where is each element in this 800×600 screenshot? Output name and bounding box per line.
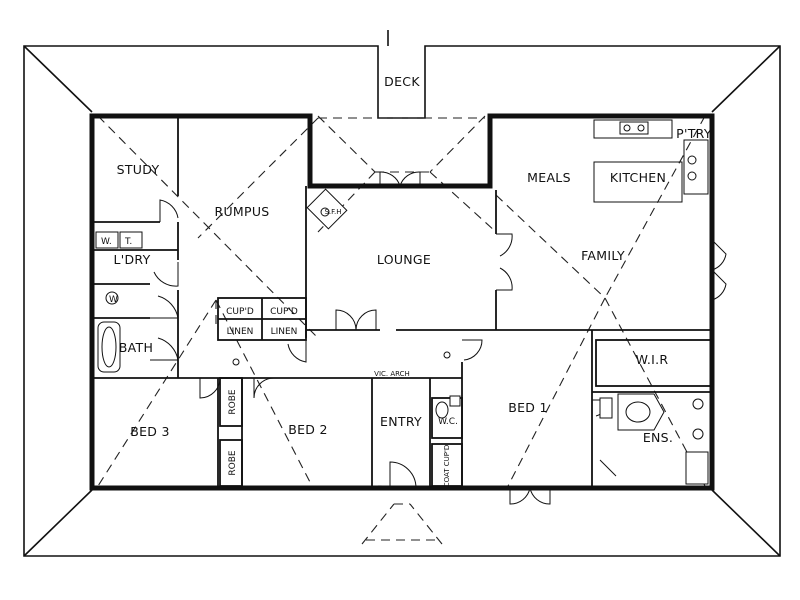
label-laundry: L'DRY: [113, 252, 150, 267]
label-kitchen: KITCHEN: [610, 170, 666, 185]
label-cupboard-1: CUP'D: [226, 307, 254, 317]
label-wir: W.I.R: [636, 352, 669, 367]
label-bed1: BED 1: [508, 400, 548, 415]
label-bath: BATH: [119, 340, 153, 355]
fixtures: [95, 121, 709, 485]
label-robe-1: ROBE: [228, 389, 238, 415]
room-labels: DECK STUDY RUMPUS W. T. L'DRY W BATH CUP…: [101, 74, 712, 487]
label-bed2: BED 2: [288, 422, 328, 437]
label-vic-arch: VIC. ARCH: [374, 370, 410, 378]
label-wc: W.C.: [438, 417, 458, 427]
label-family: FAMILY: [581, 248, 625, 263]
label-wc-bath: W: [109, 295, 118, 305]
label-study: STUDY: [117, 162, 160, 177]
label-cupboard-2: CUP'D: [270, 307, 298, 317]
label-meals: MEALS: [527, 170, 571, 185]
label-ensuite: ENS.: [643, 430, 673, 445]
label-entry: ENTRY: [380, 414, 422, 429]
label-washer: W.: [101, 237, 112, 247]
interior-walls: [92, 116, 713, 488]
label-coat-cupboard: COAT CUP'D: [443, 445, 451, 488]
label-bed3: BED 3: [130, 424, 170, 439]
label-pantry: P'TRY: [676, 126, 712, 141]
label-robe-2: ROBE: [228, 450, 238, 476]
label-tub: T.: [124, 237, 132, 247]
roof-outline: [23, 30, 781, 557]
label-rumpus: RUMPUS: [214, 204, 269, 219]
label-linen-2: LINEN: [271, 327, 298, 337]
label-linen-1: LINEN: [227, 327, 254, 337]
outer-walls: [89, 113, 715, 491]
label-sfh: S.F.H: [324, 208, 341, 216]
label-lounge: LOUNGE: [377, 252, 431, 267]
label-deck: DECK: [384, 74, 420, 89]
